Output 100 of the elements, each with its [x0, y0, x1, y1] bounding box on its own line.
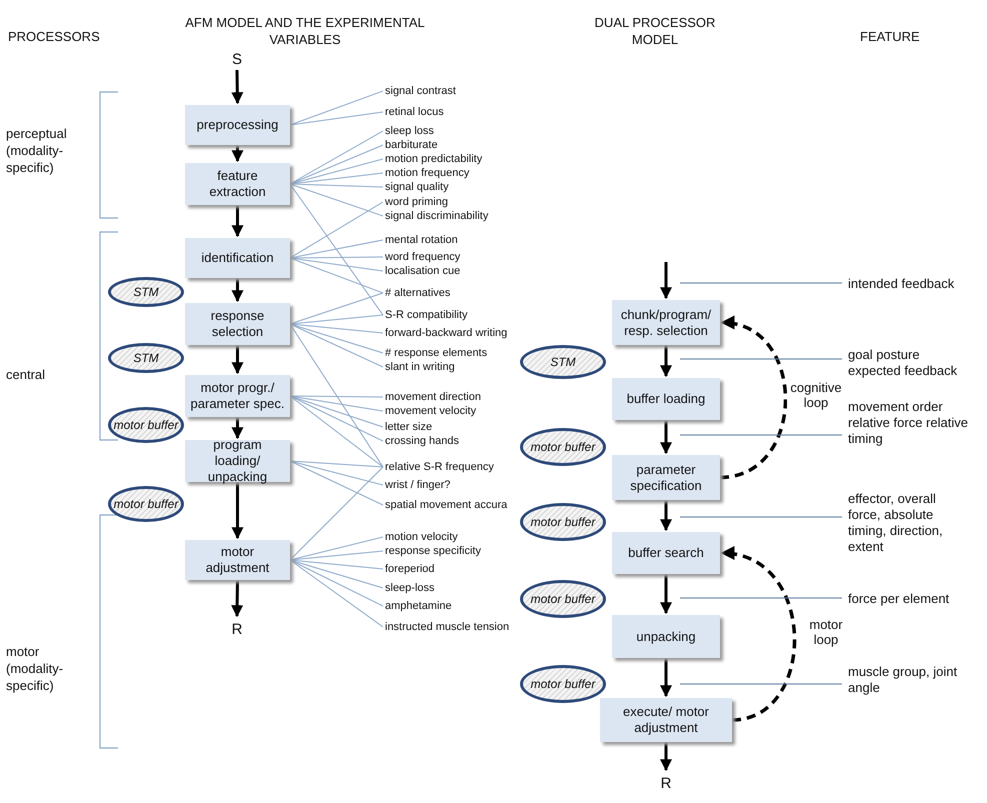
connector-line	[290, 466, 384, 560]
variable-label: signal discriminability	[385, 209, 515, 223]
arrow	[660, 658, 672, 698]
variable-label: # response elements	[385, 346, 515, 360]
buffer-ellipse: STM	[108, 277, 184, 307]
connector-line	[290, 314, 384, 324]
terminal-label: S	[222, 48, 252, 70]
connector-line	[290, 560, 384, 628]
buffer-ellipse: motor buffer	[520, 580, 606, 618]
connector-line	[290, 460, 384, 468]
variable-label: spatial movement accura	[385, 498, 515, 512]
arrow	[660, 262, 672, 300]
stage-group-label: perceptual (modality-specific)	[6, 125, 68, 176]
variable-label: barbiturate	[385, 138, 515, 152]
column-heading: DUAL PROCESSOR MODEL	[594, 14, 716, 48]
process-box: program loading/ unpacking	[185, 440, 290, 482]
buffer-ellipse: STM	[108, 343, 184, 373]
variable-label: wrist / finger?	[385, 478, 515, 492]
connector-line	[290, 258, 384, 294]
arrow	[660, 742, 672, 772]
process-box: identification	[185, 238, 290, 278]
arrow	[231, 580, 244, 618]
variable-label: crossing hands	[385, 434, 515, 448]
column-heading: AFM MODEL AND THE EXPERIMENTAL VARIABLES	[184, 14, 426, 48]
variable-label: instructed muscle tension	[385, 620, 515, 634]
connector-line	[290, 324, 384, 368]
connector-line	[290, 184, 384, 216]
connector-line	[290, 144, 384, 184]
process-box: feature extraction	[185, 163, 290, 205]
variable-label: sleep-loss	[385, 581, 515, 595]
terminal-label: R	[222, 618, 252, 640]
connector-line	[290, 202, 384, 258]
feature-label: goal posture expected feedback	[848, 345, 970, 381]
variable-label: response specificity	[385, 544, 515, 558]
arrow	[231, 70, 244, 104]
process-box: execute/ motor adjustment	[600, 698, 732, 742]
arrow	[660, 500, 672, 532]
process-box: response selection	[185, 303, 290, 345]
process-box: buffer loading	[612, 378, 720, 420]
arrow	[232, 205, 244, 238]
variable-label: localisation cue	[385, 264, 515, 278]
connector-line	[680, 282, 842, 284]
variable-label: S-R compatibility	[385, 308, 515, 322]
connector-line	[290, 396, 384, 398]
connector-line	[290, 158, 384, 184]
connector-line	[290, 460, 384, 486]
connector-line	[290, 396, 384, 468]
connector-line	[290, 560, 384, 588]
connector-line	[290, 130, 384, 184]
loop-arrow	[720, 548, 796, 722]
process-box: motor progr./ parameter spec.	[185, 375, 290, 417]
connector-line	[290, 460, 384, 506]
variable-label: foreperiod	[385, 562, 515, 576]
variable-label: motion frequency	[385, 166, 515, 180]
feature-label: effector, overall force, absolute timing, direction, extent	[848, 488, 970, 558]
connector-line	[290, 184, 384, 316]
variable-label: signal contrast	[385, 84, 515, 98]
feature-label: movement order relative force relative timing	[848, 397, 970, 449]
connector-line	[290, 172, 384, 184]
arrow	[660, 574, 672, 614]
connector-line	[290, 292, 384, 324]
stage-group-label: motor (modality-specific)	[6, 643, 64, 694]
feature-label: muscle group, joint angle	[848, 662, 970, 698]
connector-line	[290, 258, 384, 272]
connector-line	[680, 434, 842, 436]
column-heading: PROCESSORS	[8, 28, 101, 45]
connector-line	[290, 90, 384, 126]
variable-label: mental rotation	[385, 233, 515, 247]
variable-label: movement direction	[385, 390, 515, 404]
arrow	[660, 345, 672, 378]
variable-label: motion velocity	[385, 530, 515, 544]
variable-label: sleep loss	[385, 124, 515, 138]
connector-line	[680, 516, 842, 518]
arrow	[232, 482, 244, 540]
variable-label: signal quality	[385, 180, 515, 194]
process-box: motor adjustment	[185, 540, 290, 580]
stage-group-label: central	[6, 366, 46, 383]
connector-line	[290, 112, 384, 126]
buffer-ellipse: motor buffer	[520, 665, 606, 703]
buffer-ellipse: motor buffer	[520, 503, 606, 541]
arrow	[232, 278, 244, 302]
variable-label: forward-backward writing	[385, 326, 515, 340]
column-heading: FEATURE	[860, 28, 921, 45]
connector-line	[290, 550, 384, 560]
feature-label: intended feedback	[848, 275, 983, 293]
connector-line	[290, 396, 384, 442]
process-box: chunk/program/ resp. selection	[612, 300, 720, 345]
process-box: preprocessing	[185, 105, 290, 145]
arrow	[232, 417, 244, 440]
variable-label: movement velocity	[385, 404, 515, 418]
terminal-label: R	[651, 772, 681, 794]
arrow	[232, 345, 244, 374]
buffer-ellipse: motor buffer	[108, 407, 184, 443]
feature-label: force per element	[848, 590, 983, 608]
buffer-ellipse: motor buffer	[520, 428, 606, 466]
variable-label: # alternatives	[385, 286, 515, 300]
buffer-ellipse: motor buffer	[108, 486, 184, 522]
connector-line	[680, 358, 842, 360]
variable-label: letter size	[385, 420, 515, 434]
connector-line	[290, 560, 384, 606]
